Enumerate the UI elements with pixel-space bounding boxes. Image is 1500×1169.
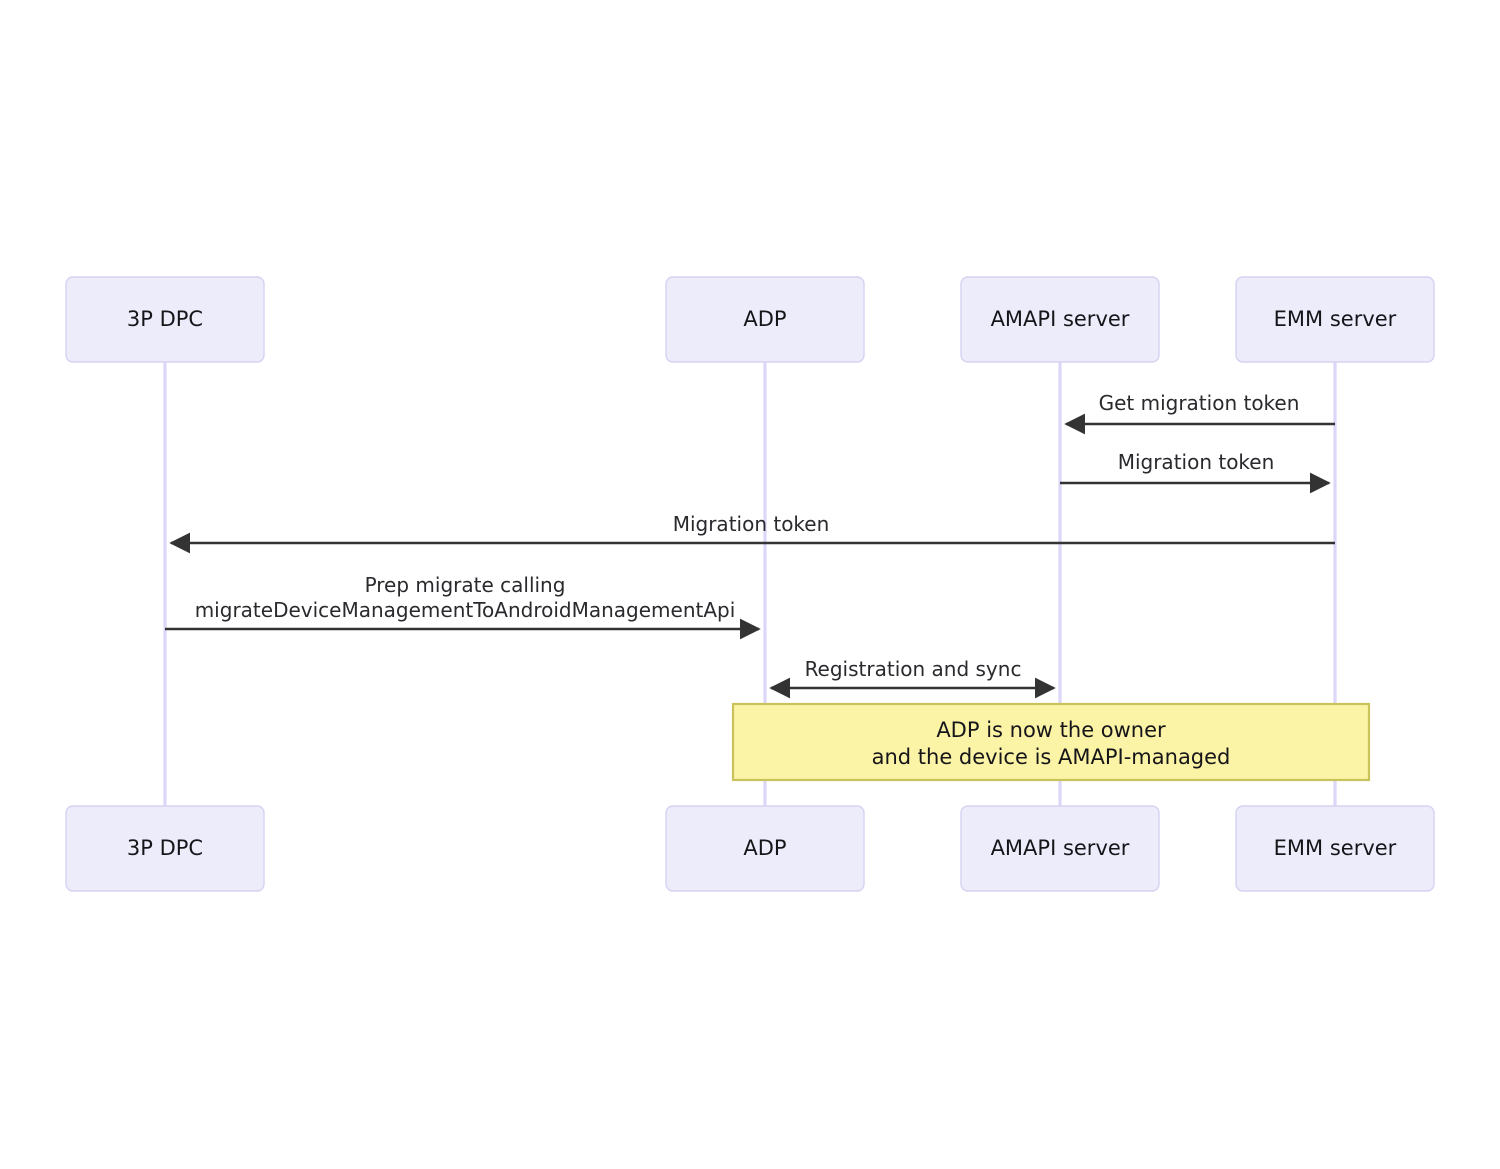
message-label: Migration token [1118, 450, 1275, 474]
participant-3p-dpc-top[interactable]: 3P DPC [65, 276, 265, 363]
message-migration-token-to-dpc[interactable]: Migration token [169, 512, 1335, 554]
message-get-migration-token[interactable]: Get migration token [1064, 391, 1335, 435]
participant-adp-top[interactable]: ADP [665, 276, 865, 363]
participant-adp-bottom[interactable]: ADP [665, 805, 865, 892]
message-label: Migration token [673, 512, 830, 536]
message-migration-token-to-emm[interactable]: Migration token [1060, 450, 1331, 494]
message-prep-migrate[interactable]: Prep migrate calling migrateDeviceManage… [165, 573, 761, 640]
participant-3p-dpc-bottom[interactable]: 3P DPC [65, 805, 265, 892]
participant-box [960, 276, 1160, 363]
participant-box [960, 805, 1160, 892]
note-label-line-1: ADP is now the owner [936, 718, 1166, 742]
participant-amapi-server-bottom[interactable]: AMAPI server [960, 805, 1160, 892]
participant-box [1235, 805, 1435, 892]
participant-box [665, 805, 865, 892]
note-adp-owner[interactable]: ADP is now the owner and the device is A… [731, 702, 1371, 782]
participant-label: EMM server [1274, 836, 1397, 860]
note-box [731, 702, 1371, 782]
participants-bottom: 3P DPC ADP AMAPI server EMM server [65, 805, 1435, 892]
participant-box [665, 276, 865, 363]
message-registration-and-sync[interactable]: Registration and sync [769, 657, 1056, 699]
participant-box [65, 805, 265, 892]
participant-label: EMM server [1274, 307, 1397, 331]
participant-box [1235, 276, 1435, 363]
participant-label: AMAPI server [991, 307, 1130, 331]
participant-label: 3P DPC [127, 836, 203, 860]
message-label: Registration and sync [805, 657, 1022, 681]
participants-top: 3P DPC ADP AMAPI server EMM server [65, 276, 1435, 363]
participant-box [65, 276, 265, 363]
participant-label: AMAPI server [991, 836, 1130, 860]
note-label-line-2: and the device is AMAPI-managed [872, 745, 1231, 769]
participant-amapi-server-top[interactable]: AMAPI server [960, 276, 1160, 363]
participant-label: ADP [743, 836, 786, 860]
participant-emm-server-top[interactable]: EMM server [1235, 276, 1435, 363]
participant-label: 3P DPC [127, 307, 203, 331]
message-label: Get migration token [1099, 391, 1300, 415]
participant-emm-server-bottom[interactable]: EMM server [1235, 805, 1435, 892]
participant-label: ADP [743, 307, 786, 331]
message-label-line-2: migrateDeviceManagementToAndroidManageme… [195, 598, 736, 622]
message-label-line-1: Prep migrate calling [365, 573, 566, 597]
